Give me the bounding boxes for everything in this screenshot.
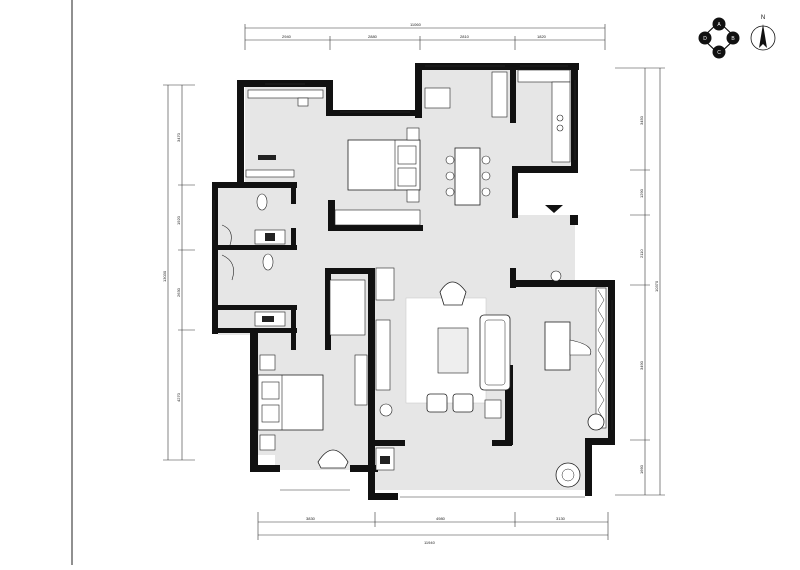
dim-right-total: 10370 [654,280,659,292]
dim-right-seg-3: 2110 [639,249,644,258]
upper-bedroom-desk [245,89,324,178]
dim-left-seg-2: 1920 [176,215,181,225]
lower-bedroom-bed [257,354,324,451]
dimension-left: 13030 3470 1920 2630 4270 [162,84,195,461]
upper-bedroom-bed [347,127,421,203]
dim-right-seg-2: 1290 [639,188,644,198]
compass-letter-b: B [731,36,735,42]
bathroom-fixtures [221,193,286,327]
lower-washbasin [375,447,395,471]
armchairs-bottom [426,393,502,419]
dim-bottom-total: 11940 [424,540,436,545]
dimension-right: 3450 1290 2110 3490 1660 10370 [615,67,665,496]
dim-left-seg-1: 3470 [176,132,181,142]
living-room-sofa [479,314,511,391]
dim-top-seg-1: 2940 [282,34,292,39]
dim-right-seg-1: 3450 [639,115,644,125]
compass-letter-c: C [717,50,721,56]
dim-bottom-seg-3: 3130 [556,516,566,521]
living-room-rug [405,297,487,404]
windows [213,65,613,498]
dim-left-seg-4: 4270 [176,392,181,402]
lower-bedroom-chair [317,449,349,469]
dimension-top: 11060 2940 2880 2810 1820 [244,22,606,50]
compass-letter-d: D [703,36,707,42]
dim-right-seg-4: 3490 [639,360,644,370]
compass-rose-icon: A B C D [698,17,740,59]
kitchen-counter [424,69,571,163]
entrance-arrow-icon [545,205,563,213]
dim-bottom-seg-2: 4980 [436,516,446,521]
dim-top-seg-3: 2810 [460,34,470,39]
compass-letter-a: A [717,22,721,28]
dim-left-seg-3: 2630 [176,287,181,297]
armchair-top [439,281,467,306]
dim-top-seg-4: 1820 [537,34,547,39]
north-arrow-icon: N [750,15,776,51]
dim-bottom-seg-1: 3830 [306,516,316,521]
tv-cabinet [375,267,395,417]
north-label: N [761,15,765,21]
dim-left-total: 13030 [162,270,167,282]
dimension-bottom: 3830 4980 3130 11940 [257,512,609,545]
upper-bedroom-wardrobe [334,209,421,226]
dim-top-total: 11060 [410,22,422,27]
study-desk [544,270,607,431]
balcony-chair [555,462,581,488]
dim-right-seg-5: 1660 [639,464,644,474]
lower-bedroom-wardrobe [329,279,368,406]
dim-top-seg-2: 2880 [368,34,378,39]
dining-table [445,147,491,206]
walls [212,63,615,500]
